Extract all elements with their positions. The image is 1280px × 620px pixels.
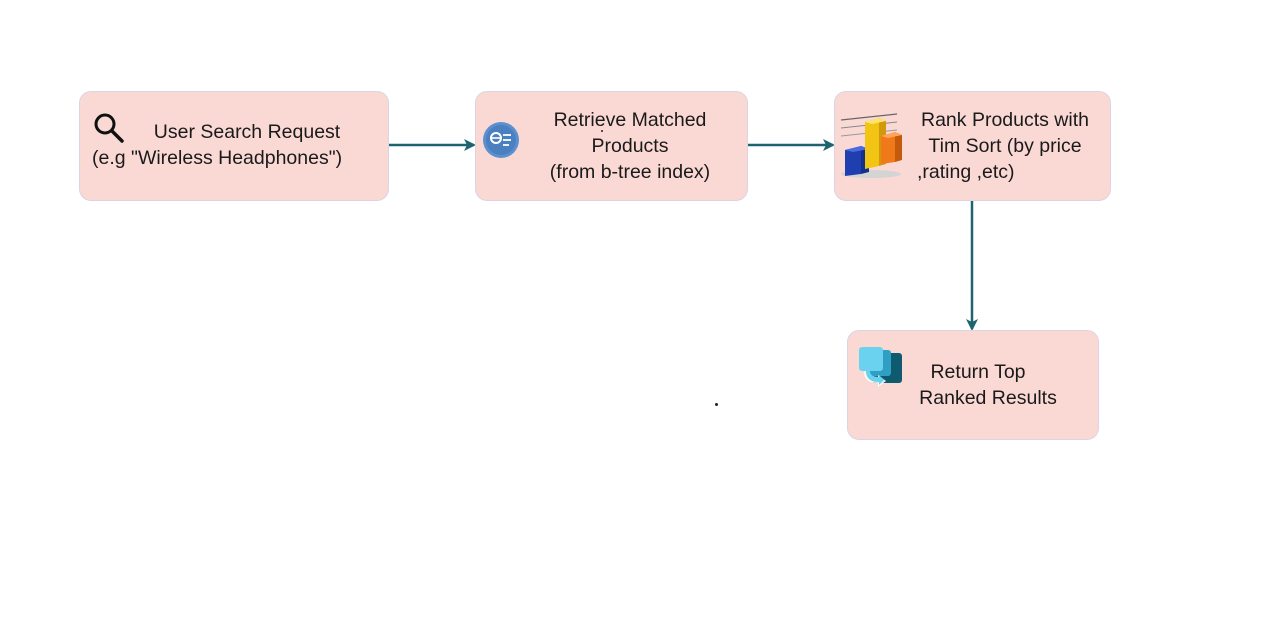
node-label-line: Rank Products with xyxy=(921,109,1089,131)
query-list-icon xyxy=(483,122,519,158)
node-label-line: Tim Sort (by price xyxy=(928,135,1082,157)
node-label-line: (e.g "Wireless Headphones") xyxy=(92,147,343,169)
node-label-line: User Search Request xyxy=(153,121,341,143)
node-label: Rank Products with Tim Sort (by price ,r… xyxy=(905,107,1105,185)
node-label: Return Top Ranked Results xyxy=(888,359,1068,411)
export-results-icon xyxy=(859,347,902,387)
node-label-line: ,rating ,etc) xyxy=(917,161,1015,183)
bar-chart-icon xyxy=(840,113,902,178)
node-label-line: (from b-tree index) xyxy=(549,161,711,183)
search-icon xyxy=(94,113,124,143)
node-label-line: Products xyxy=(591,135,669,157)
node-retrieve-matched-products[interactable]: Retrieve Matched Products (from b-tree i… xyxy=(475,91,748,201)
node-return-top-ranked-results[interactable]: Return Top Ranked Results xyxy=(847,330,1099,440)
node-label: Retrieve Matched Products (from b-tree i… xyxy=(520,107,740,185)
node-label-line: Retrieve Matched xyxy=(553,109,707,131)
node-label: User Search Request (e.g "Wireless Headp… xyxy=(92,119,382,171)
node-label-line: Ranked Results xyxy=(919,387,1057,409)
node-label-line: Return Top xyxy=(930,361,1026,383)
node-rank-products[interactable]: Rank Products with Tim Sort (by price ,r… xyxy=(834,91,1111,201)
stray-dot xyxy=(715,403,718,406)
node-user-search-request[interactable]: User Search Request (e.g "Wireless Headp… xyxy=(79,91,389,201)
stray-dot xyxy=(601,130,603,132)
